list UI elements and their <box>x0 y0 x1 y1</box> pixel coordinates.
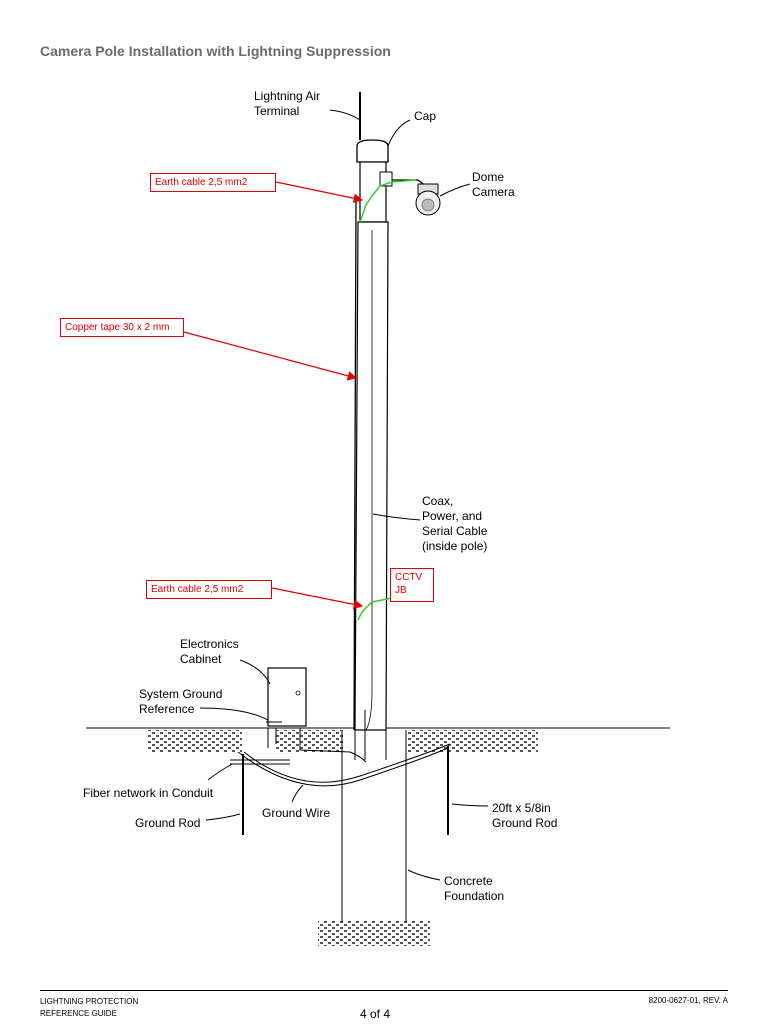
pole-shaft <box>354 221 389 731</box>
label-cap: Cap <box>414 109 437 123</box>
footer-divider <box>40 990 728 991</box>
label-fiber-network: Fiber network in Conduit <box>83 786 214 800</box>
earth-cable-bottom <box>357 597 393 621</box>
doc-number: 8200-0627-01, REV. A <box>648 996 728 1005</box>
annotation-copper-tape: Copper tape 30 x 2 mm <box>60 318 184 337</box>
footer-document-title: LIGHTNING PROTECTION REFERENCE GUIDE <box>40 997 139 1018</box>
label-lightning-air-terminal: Lightning Air Terminal <box>254 89 321 118</box>
page-title: Camera Pole Installation with Lightning … <box>40 43 391 59</box>
label-concrete-foundation: Concrete Foundation <box>444 874 505 903</box>
annotation-earth-cable-top: Earth cable 2,5 mm2 <box>150 173 276 192</box>
label-system-ground-reference: System Ground Reference <box>139 687 223 716</box>
soil-strip <box>148 730 242 752</box>
soil-strip <box>408 730 538 752</box>
label-ground-wire: Ground Wire <box>262 806 331 820</box>
electronics-cabinet <box>267 667 307 727</box>
pole-cap <box>356 139 389 163</box>
label-ground-rod: Ground Rod <box>135 816 201 830</box>
annotation-cctv-jb: CCTV JB <box>390 568 434 602</box>
ground-wire <box>237 747 449 787</box>
earth-cable-top <box>359 179 417 223</box>
page-number: 4 of 4 <box>360 1007 391 1021</box>
label-coax-cable: Coax, Power, and Serial Cable (inside po… <box>422 494 488 553</box>
label-ground-rod-20ft: 20ft x 5/8in Ground Rod <box>492 801 558 830</box>
label-dome-camera: Dome Camera <box>472 170 515 199</box>
soil-strip <box>318 920 430 946</box>
annotation-earth-cable-bottom: Earth cable 2,5 mm2 <box>146 580 272 599</box>
soil-strip <box>276 730 344 752</box>
copper-tape <box>353 199 357 731</box>
label-electronics-cabinet: Electronics Cabinet <box>180 637 239 666</box>
